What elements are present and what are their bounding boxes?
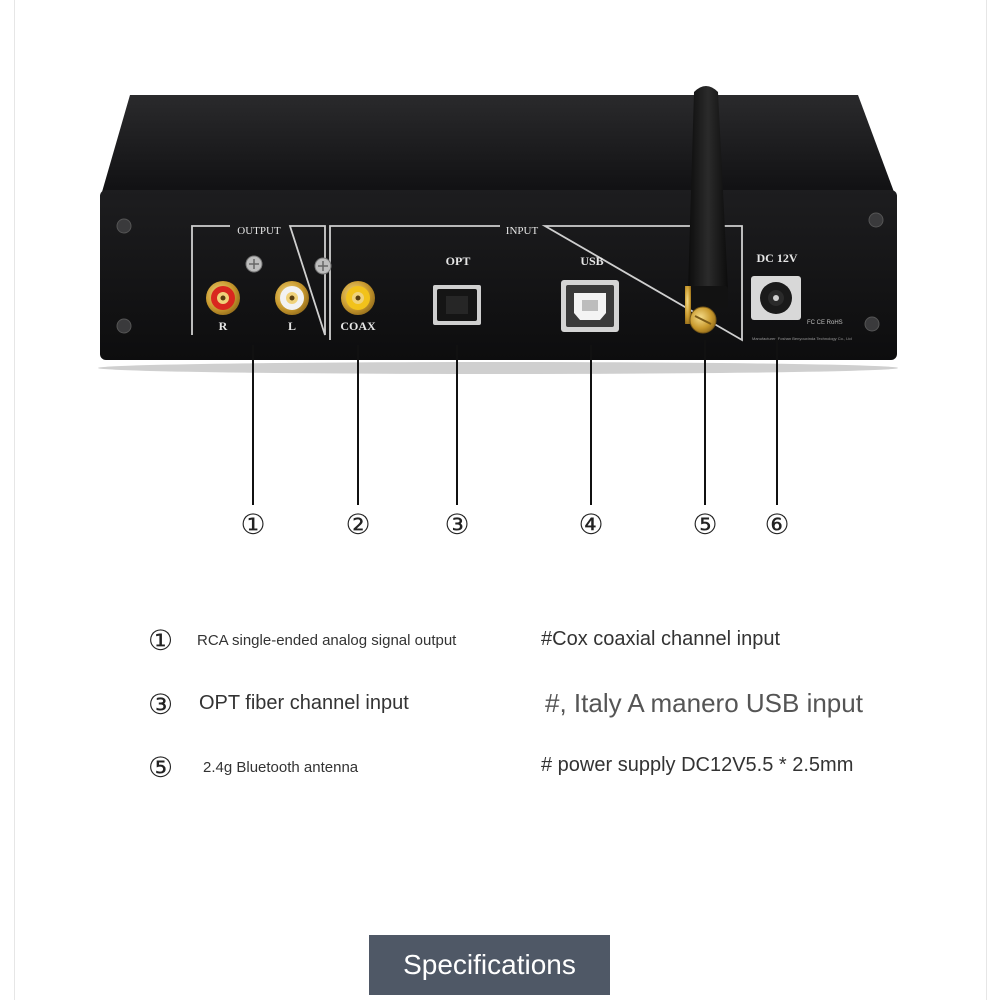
corner-screws [116, 212, 884, 334]
callout-leader-lines [252, 330, 778, 505]
usb-b-port [561, 280, 619, 332]
rca-right-jack [206, 281, 240, 315]
callout-6: ⑥ [764, 508, 790, 541]
callout-5: ⑤ [692, 508, 718, 541]
manufacturer-text: Manufacturer: Foshan Benyouxinda Technol… [752, 336, 852, 341]
legend-3-text: OPT fiber channel input [199, 692, 409, 714]
legend-5-text: 2.4g Bluetooth antenna [203, 759, 359, 776]
input-label: INPUT [506, 225, 539, 237]
coax-jack [341, 281, 375, 315]
rca-right-label: R [219, 319, 228, 333]
dc-power-jack [751, 276, 801, 320]
output-label: OUTPUT [237, 225, 281, 237]
legend-4-text: #, Italy A manero USB input [545, 688, 863, 718]
callout-2: ② [345, 508, 371, 541]
dac-rear-panel-illustration: OUTPUT INPUT R L COAX OPT [98, 86, 898, 505]
legend-2-text: #Cox coaxial channel input [541, 628, 781, 650]
ground-screw-2 [314, 257, 332, 275]
input-frame [329, 225, 743, 342]
left-border [14, 0, 15, 1000]
coax-label: COAX [340, 319, 376, 333]
callout-4: ④ [578, 508, 604, 541]
chassis-top [102, 95, 894, 192]
legend-6-text: # power supply DC12V5.5 * 2.5mm [541, 754, 854, 776]
opt-label: OPT [446, 254, 471, 268]
usb-label: USB [580, 254, 603, 268]
output-frame [191, 225, 326, 336]
legend-1-text: RCA single-ended analog signal output [197, 632, 457, 649]
legend-5-number: ⑤ [148, 751, 174, 784]
callout-3: ③ [444, 508, 470, 541]
rca-left-label: L [288, 319, 296, 333]
cert-marks: FC CE RoHS [807, 320, 843, 326]
callout-1: ① [240, 508, 266, 541]
rca-left-jack [275, 281, 309, 315]
bluetooth-antenna [685, 86, 728, 334]
dc-label: DC 12V [757, 251, 798, 265]
legend-3-number: ③ [148, 688, 174, 721]
ground-screw-1 [245, 255, 263, 273]
right-border [986, 0, 987, 1000]
legend-1-number: ① [148, 624, 174, 657]
chassis-shadow [98, 362, 898, 374]
specifications-button[interactable]: Specifications [369, 935, 610, 995]
optical-port [433, 285, 481, 325]
